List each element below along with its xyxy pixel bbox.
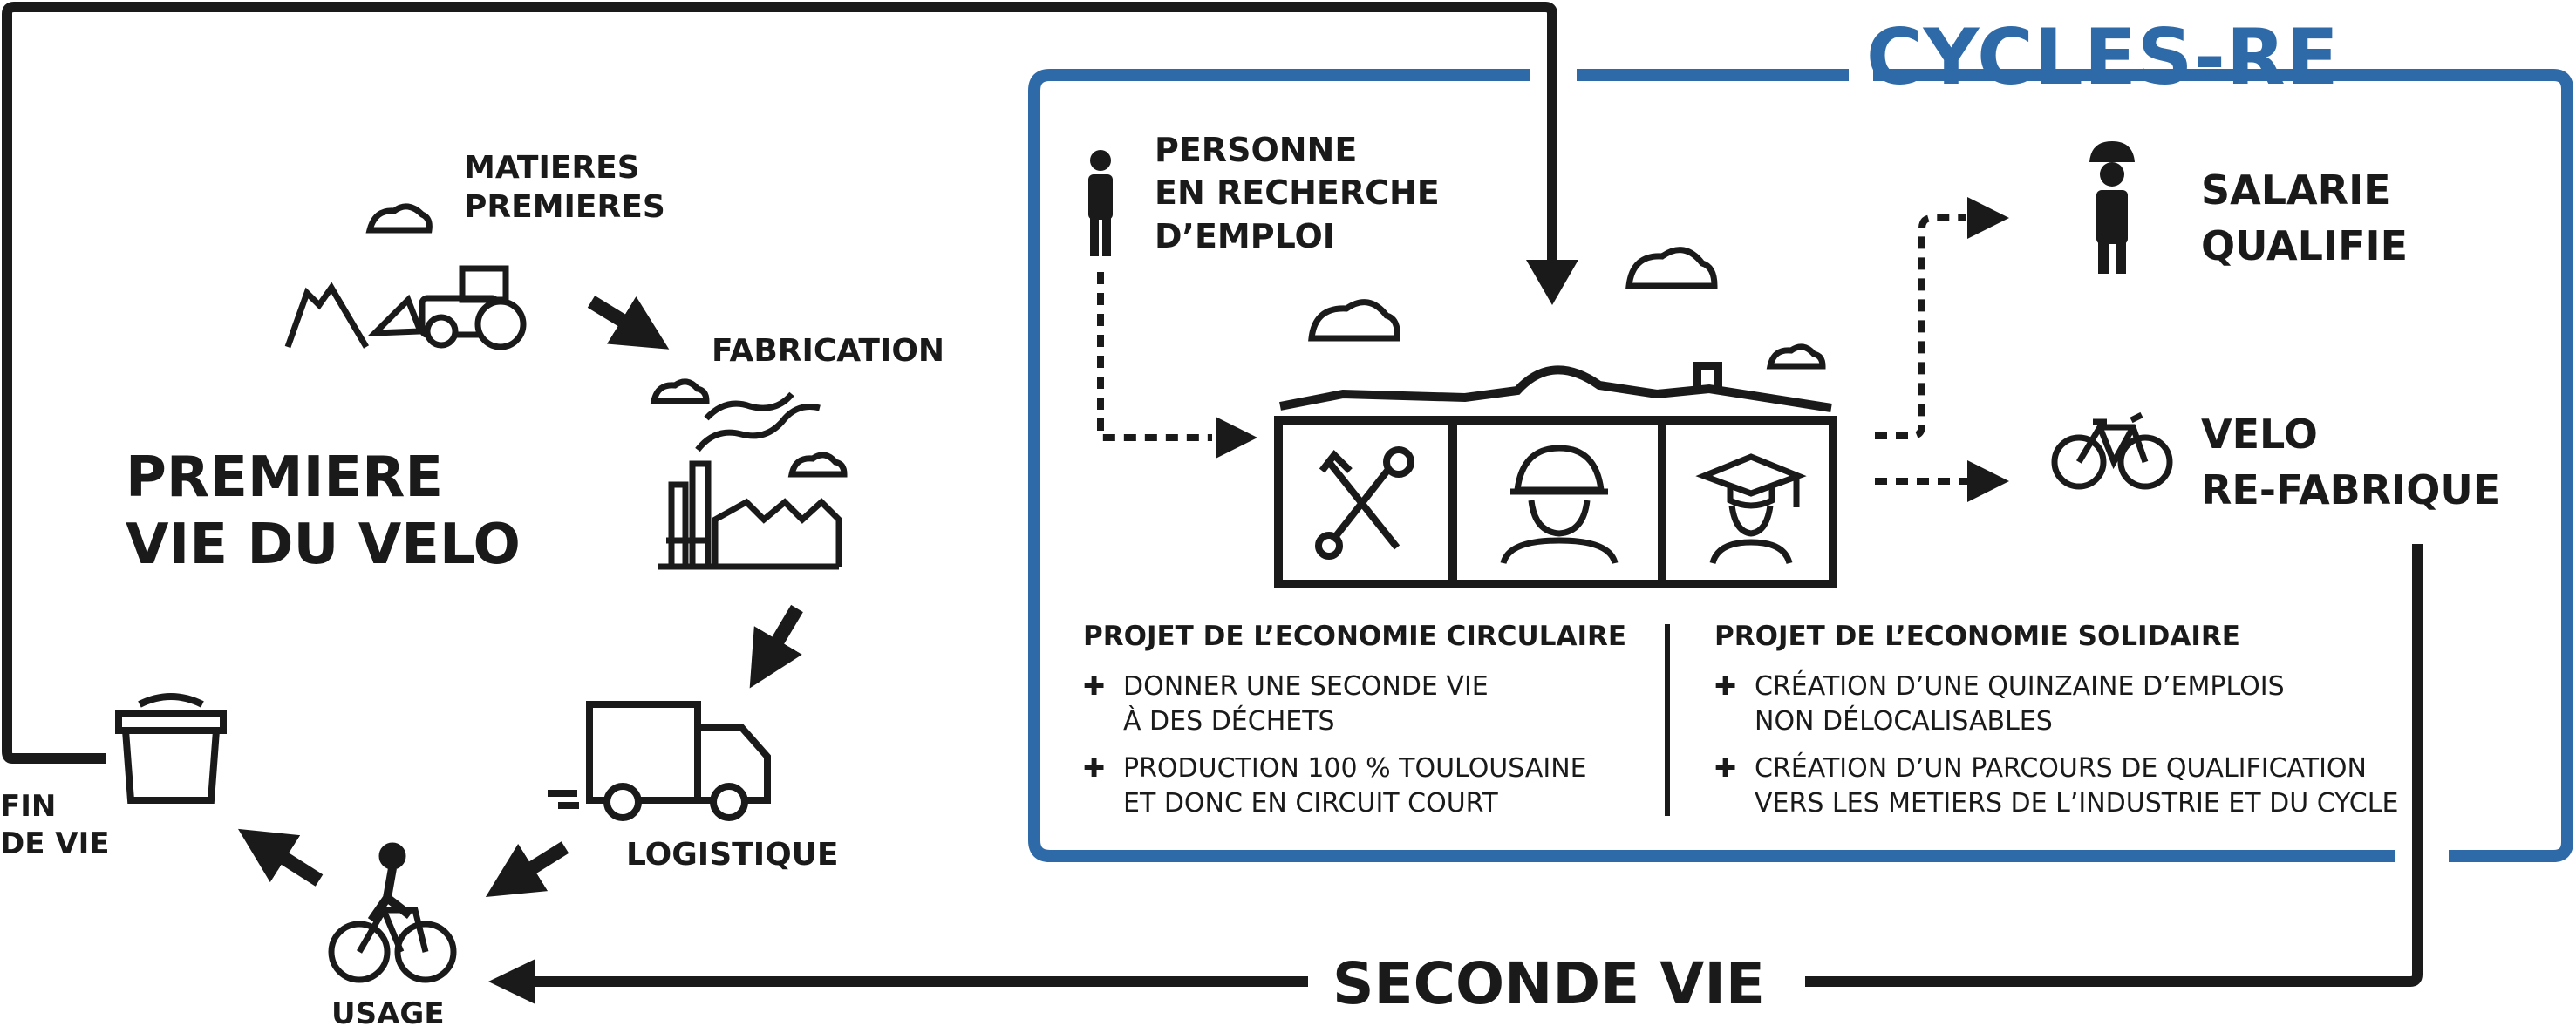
job-seeker-label-line: D’EMPLOI (1155, 216, 1335, 255)
workshop-building-icon (1274, 362, 1837, 588)
first-life-heading-line: PREMIERE (126, 445, 444, 510)
qualified-worker-label-line: SALARIE (2201, 167, 2391, 214)
brand-title: CYCLES-RE (1866, 12, 2340, 102)
remade-bike-label-line: RE-FABRIQUE (2201, 466, 2501, 514)
qualified-worker-label: SALARIE QUALIFIE (2201, 162, 2408, 275)
end-of-life-label: FIN DE VIE (0, 788, 109, 862)
bulldozer-icon (367, 265, 527, 350)
plus-bullet-icon: ✚ (1083, 753, 1106, 784)
first-life-arrows (238, 296, 803, 897)
mountain-icon (284, 282, 370, 349)
plus-bullet-icon: ✚ (1714, 753, 1737, 784)
first-life-heading-line: VIE DU VELO (126, 512, 521, 577)
trash-bin-icon (115, 693, 227, 804)
tools-icon (1315, 446, 1414, 560)
list-item-line: À DES DÉCHETS (1123, 706, 1335, 737)
list-item: ✚ DONNER UNE SECONDE VIE À DES DÉCHETS (1083, 669, 1626, 739)
cycles-re-flow-arrows (1097, 197, 2009, 502)
usage-label: USAGE (331, 996, 445, 1033)
end-of-life-label-line: DE VIE (0, 826, 110, 861)
list-item-line: DONNER UNE SECONDE VIE (1123, 671, 1489, 702)
plus-bullet-icon: ✚ (1714, 671, 1737, 702)
usage-label-line: USAGE (331, 996, 445, 1031)
qualified-worker-label-line: QUALIFIE (2201, 222, 2409, 270)
list-item-line: CRÉATION D’UNE QUINZAINE D’EMPLOIS (1755, 671, 2285, 702)
raw-materials-label-line: PREMIERES (464, 189, 665, 225)
circular-economy-list: ✚ DONNER UNE SECONDE VIE À DES DÉCHETS ✚… (1083, 669, 1626, 821)
second-life-arrow (488, 544, 2423, 1004)
solidarity-economy-list: ✚ CRÉATION D’UNE QUINZAINE D’EMPLOIS NON… (1714, 669, 2398, 821)
remade-bike-label: VELO RE-FABRIQUE (2201, 406, 2500, 519)
second-life-label: SECONDE VIE (1317, 950, 1781, 1017)
solidarity-economy-column: PROJET DE L’ECONOMIE SOLIDAIRE ✚ CRÉATIO… (1714, 621, 2398, 833)
list-item-line: ET DONC EN CIRCUIT COURT (1123, 788, 1498, 819)
cycles-re-frame (1028, 69, 2573, 862)
cloud-icon (365, 203, 1826, 478)
plus-bullet-icon: ✚ (1083, 671, 1106, 702)
first-life-heading: PREMIERE VIE DU VELO (126, 445, 521, 579)
list-item-line: CRÉATION D’UN PARCOURS DE QUALIFICATION (1755, 753, 2367, 784)
graduate-icon (1695, 453, 1807, 565)
hardhat-worker-icon (2089, 141, 2135, 274)
list-item: ✚ CRÉATION D’UN PARCOURS DE QUALIFICATIO… (1714, 751, 2398, 821)
bicycle-icon (2051, 411, 2173, 490)
list-item: ✚ PRODUCTION 100 % TOULOUSAINE ET DONC E… (1083, 751, 1626, 821)
list-item-line: VERS LES METIERS DE L’INDUSTRIE ET DU CY… (1755, 788, 2399, 819)
recycle-loop-arrow (1, 2, 1578, 764)
raw-materials-label-line: MATIERES (464, 150, 640, 186)
solidarity-economy-title: PROJET DE L’ECONOMIE SOLIDAIRE (1714, 621, 2240, 652)
logistics-label: LOGISTIQUE (626, 835, 839, 874)
circular-economy-title: PROJET DE L’ECONOMIE CIRCULAIRE (1083, 621, 1627, 652)
truck-icon (548, 701, 771, 821)
job-seeker-label-line: EN RECHERCHE (1155, 173, 1440, 213)
worker-helmet-icon (1500, 445, 1619, 565)
factory-icon (658, 391, 842, 570)
list-item-line: NON DÉLOCALISABLES (1755, 706, 2053, 737)
fabrication-label: FABRICATION (712, 331, 944, 370)
person-icon (1088, 150, 1113, 256)
remade-bike-label-line: VELO (2201, 411, 2318, 458)
list-item: ✚ CRÉATION D’UNE QUINZAINE D’EMPLOIS NON… (1714, 669, 2398, 739)
cyclist-icon (328, 842, 457, 983)
list-item-line: PRODUCTION 100 % TOULOUSAINE (1123, 753, 1587, 784)
job-seeker-label: PERSONNE EN RECHERCHE D’EMPLOI (1155, 129, 1440, 258)
logistics-label-line: LOGISTIQUE (626, 837, 839, 873)
job-seeker-label-line: PERSONNE (1155, 131, 1358, 169)
raw-materials-label: MATIERES PREMIERES (464, 148, 665, 227)
fabrication-label-line: FABRICATION (712, 333, 945, 369)
end-of-life-label-line: FIN (0, 789, 57, 824)
circular-economy-column: PROJET DE L’ECONOMIE CIRCULAIRE ✚ DONNER… (1083, 621, 1626, 833)
